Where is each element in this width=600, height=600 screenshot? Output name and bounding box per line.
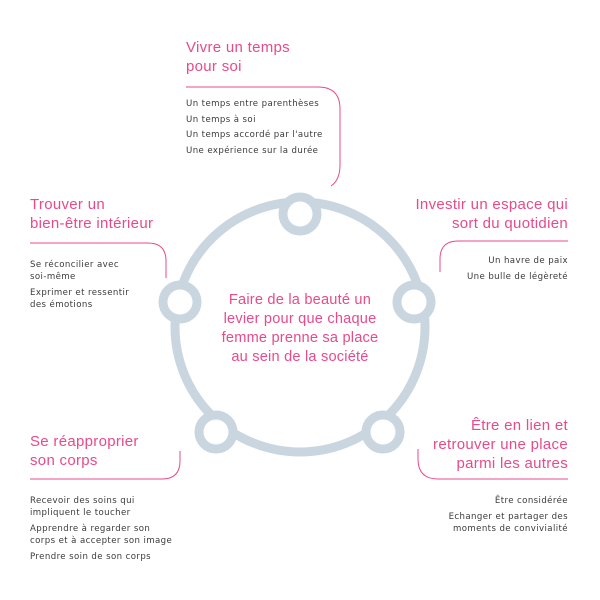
list-item: Echanger et partager des moments de conv…	[348, 511, 568, 535]
list-item: Recevoir des soins qui impliquent le tou…	[30, 495, 172, 519]
list-item: Être considérée	[348, 495, 568, 507]
node-bottom-left	[194, 410, 238, 454]
list-item-line: Echanger et partager des	[448, 512, 568, 522]
title-investir-un-espace: Investir un espace qui sort du quotidien	[328, 195, 568, 233]
list-item-line: impliquent le toucher	[30, 508, 131, 518]
list-item-line: des émotions	[30, 300, 93, 310]
list-item: Prendre soin de son corps	[30, 551, 172, 563]
list-item: Une bulle de légèreté	[466, 271, 568, 282]
connector-top	[186, 86, 341, 187]
list-item-line: soi-même	[30, 272, 76, 282]
connector-left-lower	[30, 451, 181, 480]
center-statement: Faire de la beauté un levier pour que ch…	[221, 292, 379, 365]
connector-left-upper	[30, 242, 167, 278]
list-item: Exprimer et ressentir des émotions	[30, 287, 129, 311]
title-line: bien-être intérieur	[30, 215, 154, 232]
list-item-line: Exprimer et ressentir	[30, 288, 130, 298]
list-item: Apprendre à regarder son corps et à acce…	[30, 523, 172, 547]
list-item-line: Prendre soin de son corps	[30, 552, 152, 562]
list-item: Un havre de paix	[488, 256, 568, 266]
list-item: Un temps à soi	[186, 114, 256, 125]
title-line: retrouver une place	[433, 436, 568, 453]
list-item: Un temps entre parenthèses	[186, 99, 320, 109]
list-etre-en-lien: Être considérée Echanger et partager des…	[348, 495, 568, 539]
title-line: pour soi	[186, 58, 242, 75]
list-item-line: Se réconcilier avec	[30, 260, 119, 270]
title-line: Investir un espace qui	[415, 196, 568, 213]
title-line: parmi les autres	[456, 455, 568, 472]
title-line: Vivre un temps	[186, 39, 290, 56]
connector-right-lower	[417, 449, 568, 480]
list-item-line: corps et à accepter son image	[30, 536, 173, 546]
title-etre-en-lien: Être en lien et retrouver une place parm…	[328, 416, 568, 473]
title-line: Trouver un	[30, 196, 105, 213]
node-left	[158, 280, 202, 324]
list-trouver-bien-etre: Se réconcilier avec soi-même Exprimer et…	[30, 259, 129, 315]
node-top	[278, 192, 322, 236]
list-se-reapproprier: Recevoir des soins qui impliquent le tou…	[30, 495, 172, 567]
connector-right-upper	[439, 240, 568, 272]
list-item-line: Être considérée	[494, 496, 568, 506]
title-line: son corps	[30, 452, 98, 469]
title-vivre-un-temps: Vivre un temps pour soi	[186, 38, 290, 76]
list-item: Un temps accordé par l'autre	[186, 130, 323, 140]
list-investir-un-espace: Un havre de paix Une bulle de légèreté	[368, 255, 568, 290]
node-right	[392, 280, 436, 324]
list-item: Une expérience sur la durée	[186, 145, 319, 156]
title-se-reapproprier: Se réapproprier son corps	[30, 432, 139, 470]
list-item: Se réconcilier avec soi-même	[30, 259, 129, 283]
list-item-line: moments de convivialité	[452, 524, 568, 534]
title-line: sort du quotidien	[451, 215, 568, 232]
title-line: Se réapproprier	[30, 433, 139, 450]
list-vivre-un-temps: Un temps entre parenthèses Un temps à so…	[186, 98, 323, 160]
list-item-line: Recevoir des soins qui	[30, 496, 135, 506]
title-line: Être en lien et	[470, 417, 568, 434]
list-item-line: Apprendre à regarder son	[30, 524, 151, 534]
node-bottom-right	[361, 410, 405, 454]
title-trouver-bien-etre: Trouver un bien-être intérieur	[30, 195, 153, 233]
